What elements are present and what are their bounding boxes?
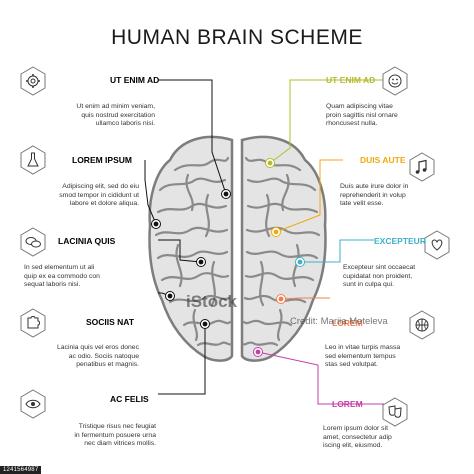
left-desc-5-line-1: Tristique risus nec feugiat [78, 423, 156, 430]
right-desc-4-line-2: sed elementum tempus [325, 352, 396, 360]
page-title: HUMAN BRAIN SCHEME [111, 26, 363, 49]
right-connectors [257, 79, 384, 405]
left-desc-2-line-3: labore et dolore aliqua. [69, 200, 139, 208]
left-desc-2-line-1: Adipiscing elit, sed do eiu [62, 183, 139, 190]
left-label-5: AC FELIS [110, 394, 149, 404]
credit-text: Credit: Mariia Meteleva [290, 316, 388, 327]
left-desc-3-line-1: In sed elementum ut ali [24, 264, 95, 271]
left-label-2: LOREM IPSUM [72, 155, 132, 165]
right-desc-1: Quam adipiscing vitae proin sagittis nis… [326, 103, 444, 129]
right-desc-4-line-1: Leo in vitae turpis massa [325, 344, 401, 351]
right-desc-3-line-1: Excepteur sint occaecat [343, 264, 416, 271]
right-desc-5-line-1: Lorem ipsum dolor sit [323, 425, 388, 432]
left-desc-4-line-2: ac odio. Sociis natoque [68, 352, 139, 360]
right-points [253, 158, 305, 357]
right-desc-2-line-2: reprehenderit in volup [340, 191, 406, 199]
left-label-3: LACINIA QUIS [58, 236, 116, 246]
left-desc-4-line-1: Lacinia quis vel eros donec [57, 344, 139, 351]
right-desc-5-line-2: amet, consectetur adip [323, 433, 392, 441]
right-desc-1-line-1: Quam adipiscing vitae [326, 103, 393, 110]
left-desc-5-line-2: in fermentum posuere urna [74, 431, 156, 439]
left-hemisphere [148, 135, 234, 362]
left-label-4: SOCIIS NAT [86, 317, 135, 327]
right-desc-5-line-3: iscing elit, eiusmod. [323, 442, 383, 450]
left-desc-4-line-3: penatibus et magnis. [76, 361, 139, 369]
watermark: iStock [186, 292, 238, 311]
right-desc-2: Duis aute irure dolor in reprehenderit i… [340, 183, 458, 209]
right-label-1: UT ENIM AD [326, 75, 376, 85]
left-desc-1-line-3: ullamco laboris nisi. [95, 120, 155, 128]
right-desc-5: Lorem ipsum dolor sit amet, consectetur … [323, 425, 441, 451]
left-desc-3-line-3: sequat laboris nisi. [24, 281, 81, 289]
puzzle-icon [19, 308, 47, 338]
gear-icon [19, 66, 47, 96]
right-desc-1-line-3: rhoncusest nulla. [326, 120, 378, 128]
right-desc-3-line-3: sunt in culpa qui. [343, 281, 395, 289]
left-desc-3: In sed elementum ut ali quip ex ea commo… [24, 264, 142, 290]
right-label-5: LOREM [332, 399, 363, 409]
heart-icon [423, 230, 451, 260]
left-desc-4: Lacinia quis vel eros donec ac odio. Soc… [21, 344, 139, 370]
right-desc-4: Leo in vitae turpis massa sed elementum … [325, 344, 443, 370]
right-label-2: DUIS AUTE [360, 155, 406, 165]
image-id-badge: 1241564987 [0, 466, 42, 474]
left-desc-2-line-2: smod tempor in cididunt ut [59, 191, 139, 199]
smiley-icon [381, 66, 409, 96]
flask-icon [19, 145, 47, 175]
right-label-3: EXCEPTEUR [374, 236, 426, 246]
left-desc-5: Tristique risus nec feugiat in fermentum… [38, 423, 156, 449]
right-hemisphere [240, 135, 327, 362]
left-points [151, 189, 231, 329]
left-desc-2: Adipiscing elit, sed do eiu smod tempor … [21, 183, 139, 209]
right-label-4: LOREM [332, 318, 363, 328]
left-desc-1-line-2: quis nostrud exercitation [81, 111, 155, 119]
music-note-icon [408, 152, 436, 182]
left-desc-1: Ut enim ad minim veniam, quis nostrud ex… [37, 103, 155, 129]
right-desc-2-line-3: tate velit esse. [340, 200, 384, 208]
left-desc-1-line-1: Ut enim ad minim veniam, [76, 103, 155, 110]
basketball-icon [408, 310, 436, 340]
theater-masks-icon [381, 397, 409, 427]
right-desc-4-line-3: stas sed volutpat. [325, 361, 378, 369]
right-desc-2-line-1: Duis aute irure dolor in [340, 183, 409, 190]
right-desc-3-line-2: cupidatat non proident, [343, 272, 413, 280]
eye-icon [19, 389, 47, 419]
chat-bubbles-icon [19, 227, 47, 257]
left-desc-5-line-3: nec diam vitrices mollis. [84, 440, 156, 448]
right-desc-1-line-2: proin sagittis nisl ornare [326, 111, 398, 119]
left-label-1: UT ENIM AD [110, 75, 160, 85]
right-desc-3: Excepteur sint occaecat cupidatat non pr… [343, 264, 461, 290]
left-desc-3-line-2: quip ex ea commodo con [24, 272, 100, 280]
